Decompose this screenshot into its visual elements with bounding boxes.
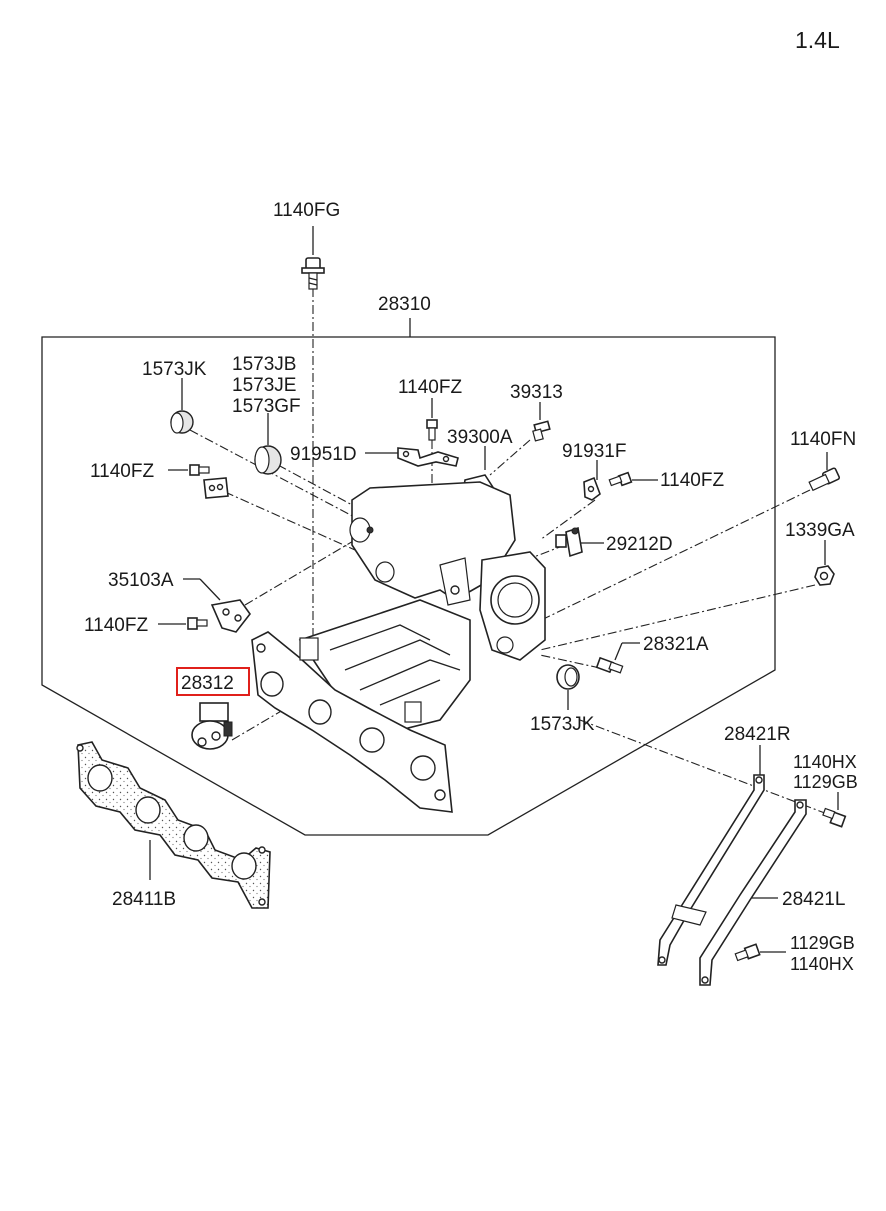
label-1129GB-top: 1129GB	[793, 772, 858, 792]
dash-1339GA	[539, 584, 816, 651]
dash-1140FN	[499, 489, 811, 641]
label-29212D: 29212D	[606, 534, 673, 555]
label-1140FZ-right: 1140FZ	[660, 470, 724, 491]
dash-1573JB	[277, 464, 381, 521]
bracket-35103A	[210, 599, 251, 633]
leader-28321A-d	[614, 642, 623, 661]
dash-1573JK-top	[189, 429, 361, 521]
dash-1573JK-low	[579, 719, 831, 816]
dash-28312	[231, 699, 301, 741]
dash-35103A	[244, 539, 356, 606]
intake-manifold	[251, 481, 546, 813]
bracket-small-left	[203, 477, 229, 499]
plug-1573JK-top	[170, 410, 194, 434]
label-1140FG: 1140FG	[273, 200, 340, 221]
bolt-1140FZ-right	[608, 471, 633, 487]
label-1573JB: 1573JB	[232, 354, 296, 375]
label-28310: 28310	[378, 294, 431, 315]
ring-1573JK-low	[556, 664, 580, 690]
bolt-1140FN	[808, 467, 841, 492]
label-39313: 39313	[510, 382, 563, 403]
label-28411B: 28411B	[112, 889, 176, 910]
dash-bracket	[224, 491, 356, 551]
label-1140FZ-top: 1140FZ	[398, 377, 462, 398]
label-28321A: 28321A	[643, 634, 709, 655]
bracket-91931F	[583, 476, 601, 501]
label-28421R: 28421R	[724, 724, 791, 745]
bolt-1129GB-bot	[734, 943, 761, 962]
label-91931F: 91931F	[562, 441, 626, 462]
nut-1339GA	[814, 565, 835, 586]
label-39300A: 39300A	[447, 427, 513, 448]
plug-1573JB	[254, 445, 282, 475]
dash-91931F	[539, 499, 596, 541]
gasket-28411B	[76, 741, 271, 909]
bolt-1140FG	[301, 257, 325, 290]
label-1129GB-bot: 1129GB	[790, 933, 855, 953]
label-1140FZ-left: 1140FZ	[90, 461, 154, 482]
bracket-91951D	[397, 447, 459, 467]
sensor-28321A	[595, 656, 624, 674]
bolt-1140FZ-low	[187, 617, 208, 630]
fitting-29212D	[555, 526, 583, 558]
label-91951D: 91951D	[290, 444, 357, 465]
screw-39313	[532, 420, 551, 442]
bolt-1140FZ-left	[189, 464, 210, 476]
label-1573GF: 1573GF	[232, 396, 301, 417]
bolt-1140FZ-top	[426, 419, 438, 441]
label-1339GA: 1339GA	[785, 520, 855, 541]
valve-28312	[191, 702, 233, 750]
label-1140FZ-low: 1140FZ	[84, 615, 148, 636]
label-35103A: 35103A	[108, 570, 174, 591]
label-1140HX-top: 1140HX	[793, 752, 857, 772]
label-1140HX-bot: 1140HX	[790, 954, 854, 974]
label-1573JK-top: 1573JK	[142, 359, 207, 380]
label-1573JK-low: 1573JK	[530, 714, 595, 735]
engine-displacement-label: 1.4L	[795, 27, 840, 53]
stay-28421R	[657, 774, 765, 966]
label-1573JE: 1573JE	[232, 375, 296, 396]
stay-28421L	[699, 799, 807, 986]
bolt-1140HX-top	[822, 807, 847, 828]
dash-28321A	[539, 654, 601, 669]
dash-39313	[489, 439, 531, 476]
label-28421L: 28421L	[782, 889, 845, 910]
leader-35103A-d	[199, 578, 221, 601]
label-1140FN: 1140FN	[790, 429, 856, 450]
label-28312: 28312	[181, 673, 234, 694]
highlight-box-28312	[176, 667, 250, 696]
assembly-boundary	[41, 336, 776, 836]
